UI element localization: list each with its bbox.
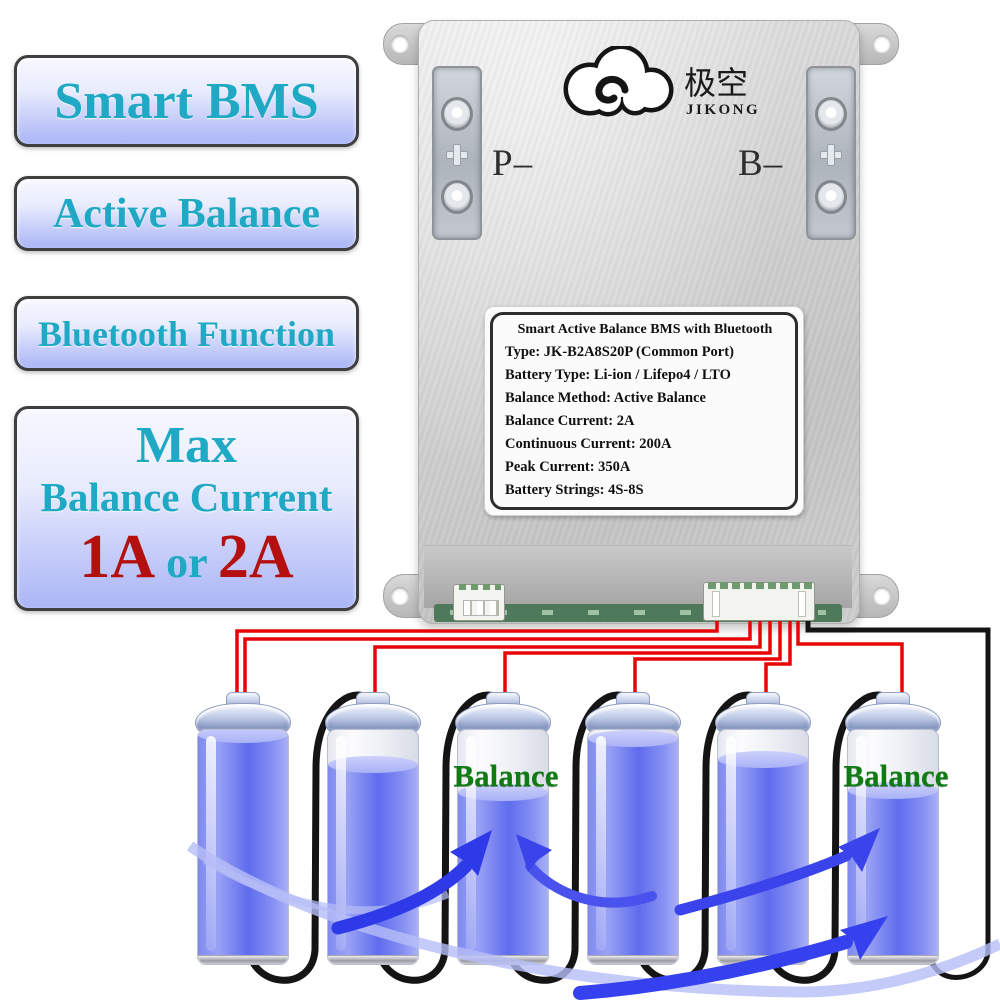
balance-arrow-into-cell3-left [331,859,473,935]
connector-pins [459,584,501,590]
mounting-hole [391,587,409,605]
battery-base [588,955,678,964]
battery-body [587,729,679,965]
current-values-label: 1A or 2A [79,520,293,600]
logo-en-text: JIKONG [686,102,760,118]
series-wire-1-2 [244,691,378,984]
b-minus-label: B– [738,143,784,184]
glass-highlight [726,736,736,952]
battery-cell-5 [715,692,811,974]
smart-bms-label: Smart BMS [54,72,319,130]
pcb-solder-pads [450,610,826,615]
balance-wire-red-3 [373,621,762,712]
balance-arrow-into-cell6-bottom [573,935,853,1000]
arrowhead-icon [516,834,552,872]
spec-label-sticker: Smart Active Balance BMS with Bluetooth … [484,306,804,516]
jikong-logo: 极空 JIKONG [563,46,760,118]
spec-line-balance-method: Balance Method: Active Balance [505,390,706,406]
cloud-logo-icon [563,46,674,117]
battery-cap [715,703,811,733]
battery-cap [845,703,941,733]
arrowhead-icon [840,916,888,960]
glass-highlight [336,736,346,952]
connector-latch [712,591,720,617]
balance-arrow-into-cell6-top [674,850,852,916]
arrowhead-icon [838,828,880,872]
logo-cn-text: 极空 [684,64,748,102]
balance-wire-red-1 [235,621,719,712]
battery-body [197,729,289,965]
power-terminal-right [806,66,856,240]
spec-line-type: Type: JK-B2A8S20P (Common Port) [505,344,734,360]
battery-body [717,729,809,965]
connector-slots [463,600,499,616]
promo-badge-bluetooth: Bluetooth Function [14,296,359,371]
balance-wire-red-6 [764,621,792,710]
balance-arrow-into-cell3-right [525,861,657,908]
series-wire-4-5 [634,691,768,984]
glass-highlight [596,736,606,952]
mounting-hole [873,35,891,53]
active-balance-label: Active Balance [52,190,321,237]
arrowhead-icon [450,830,492,876]
p-minus-label: P– [492,143,534,184]
spec-line-peak-current: Peak Current: 350A [505,459,631,475]
solder-tab-cross [446,144,468,166]
battery-base [198,955,288,964]
uart-port-connector [453,584,505,621]
value-2a: 2A [217,522,294,591]
balance-wire-red-5 [633,621,782,712]
promo-badge-max-balance-current: Max Balance Current 1A or 2A [14,406,359,611]
promo-badge-smart-bms: Smart BMS [14,55,359,147]
spec-line-battery-type: Battery Type: Li-ion / Lifepo4 / LTO [505,367,731,383]
power-terminal-left [432,66,482,240]
series-wire-3-4 [504,691,638,984]
spec-line-continuous-current: Continuous Current: 200A [505,436,672,452]
balance-current-label: Balance Current [40,473,333,520]
solder-tab-cross [820,144,842,166]
battery-cell-1 [195,692,291,974]
balance-wire-red-2 [243,621,752,712]
balance-wire-red-4 [503,621,772,712]
spec-title: Smart Active Balance BMS with Bluetooth [517,322,773,337]
battery-base [328,955,418,964]
connector-pins [708,582,812,589]
max-label: Max [135,416,238,474]
balance-lead-connector [703,582,815,621]
bluetooth-label: Bluetooth Function [37,313,336,354]
mounting-hole [873,587,891,605]
battery-cell-4 [585,692,681,974]
terminal-hole [815,97,847,131]
battery-base [848,955,938,964]
terminal-hole [815,180,847,214]
value-1a: 1A [79,522,156,591]
glass-highlight [206,736,216,952]
spec-label-frame: Smart Active Balance BMS with Bluetooth … [490,312,798,510]
promo-badge-active-balance: Active Balance [14,176,359,251]
or-label: or [155,537,218,587]
spec-line-battery-strings: Battery Strings: 4S-8S [505,482,644,498]
connector-latch [798,591,806,617]
mounting-hole [391,35,409,53]
spec-line-balance-current: Balance Current: 2A [505,413,635,429]
terminal-hole [441,97,473,131]
balance-label-right: Balance [843,758,949,793]
terminal-hole [441,180,473,214]
battery-cap [455,703,551,733]
series-wire-2-3 [374,691,508,984]
balance-label-left: Balance [453,758,559,793]
